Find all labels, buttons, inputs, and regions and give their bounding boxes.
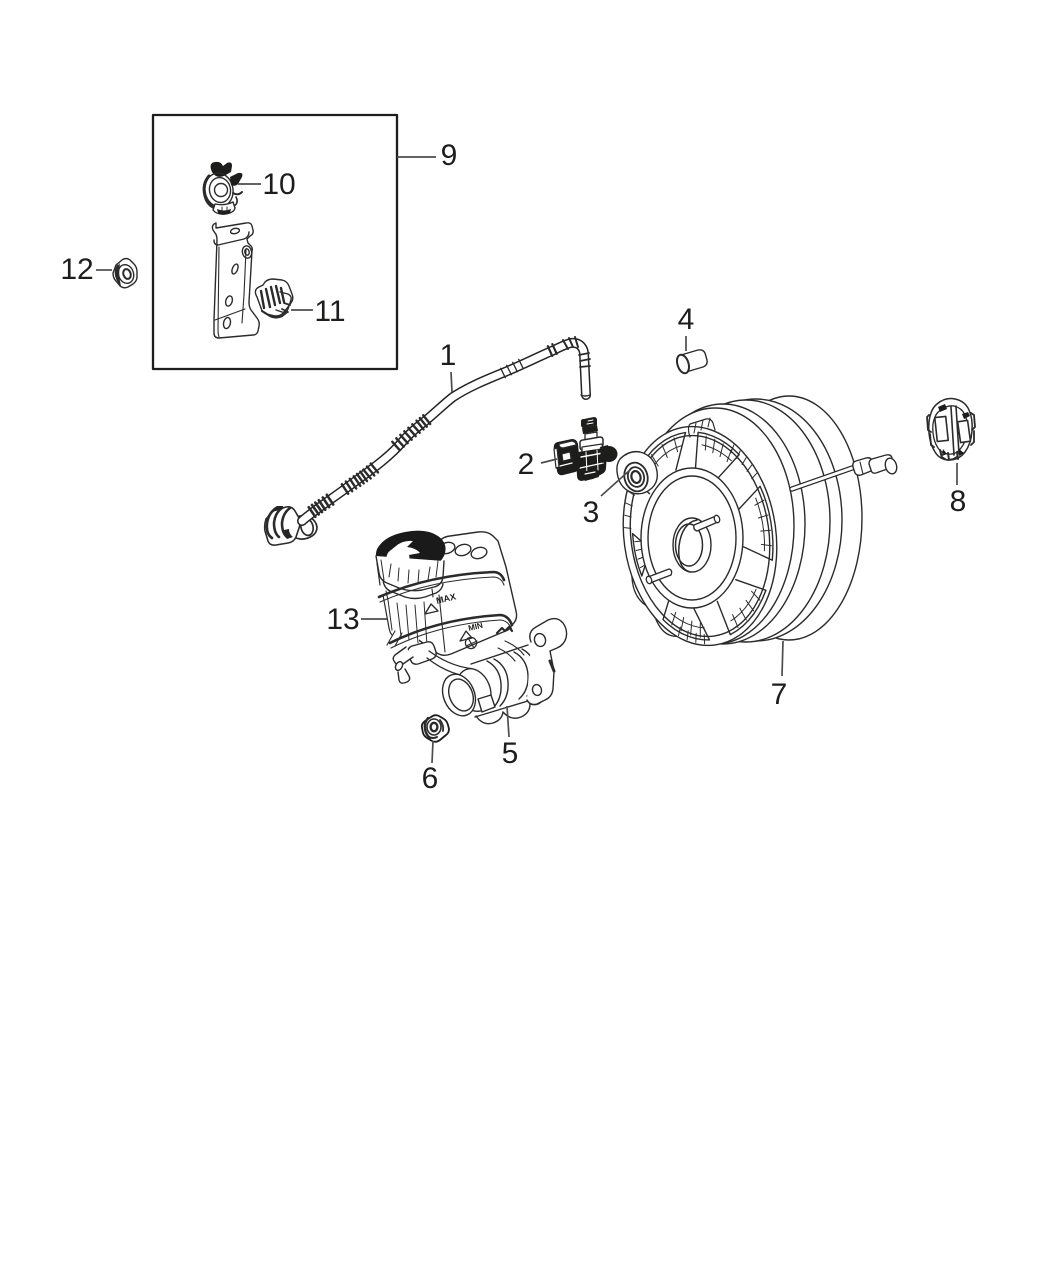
svg-text:12: 12 <box>60 253 93 286</box>
svg-text:6: 6 <box>422 762 439 795</box>
svg-text:MAX: MAX <box>435 591 457 606</box>
svg-text:10: 10 <box>262 168 295 201</box>
svg-text:11: 11 <box>314 295 345 328</box>
svg-text:2: 2 <box>518 448 535 481</box>
svg-text:1: 1 <box>440 339 457 372</box>
svg-text:7: 7 <box>771 678 788 711</box>
svg-text:8: 8 <box>950 485 967 518</box>
svg-text:5: 5 <box>502 737 519 770</box>
svg-text:3: 3 <box>583 496 600 529</box>
svg-text:13: 13 <box>326 603 359 636</box>
svg-text:4: 4 <box>678 303 695 336</box>
svg-text:9: 9 <box>441 139 458 172</box>
svg-text:MIN: MIN <box>467 621 484 633</box>
